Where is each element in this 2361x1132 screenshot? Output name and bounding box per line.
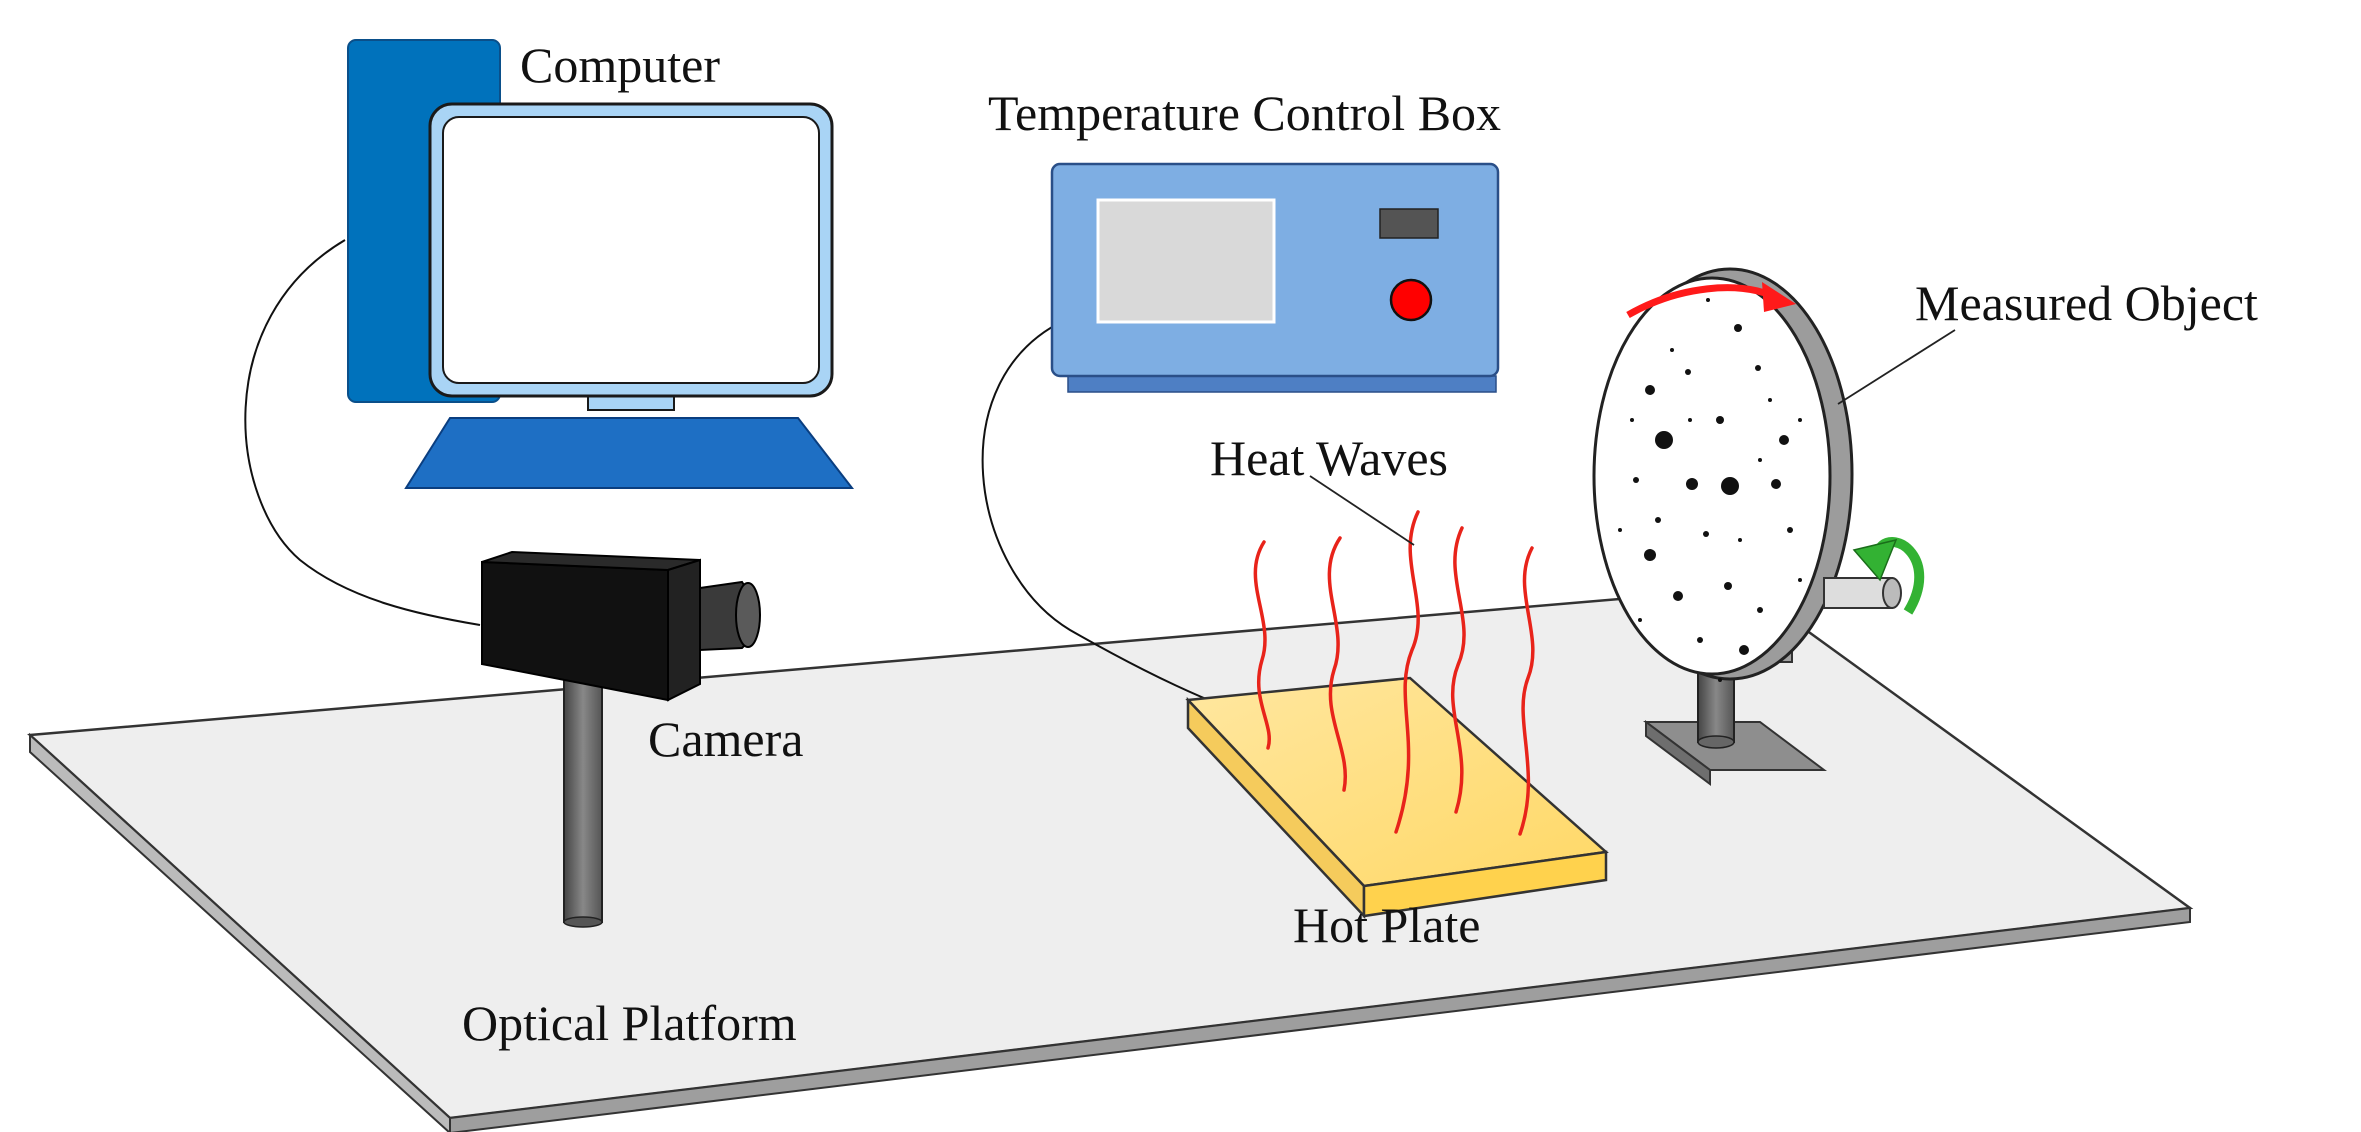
- heat-wave-3: [1394, 510, 1420, 834]
- hot-plate-label: Hot Plate: [1293, 897, 1480, 953]
- measured-object: [1592, 267, 1925, 786]
- heat-wave-5: [1518, 546, 1535, 836]
- heat-wave-1: [1253, 540, 1271, 750]
- camera-label: Camera: [648, 711, 803, 767]
- camera: [481, 550, 761, 928]
- heat-wave-2: [1327, 536, 1347, 792]
- control-box-screen: [1096, 198, 1276, 324]
- computer-label: Computer: [520, 37, 720, 93]
- hot-plate: [1185, 676, 1609, 920]
- monitor-screen: [442, 116, 820, 384]
- optical-platform-label: Optical Platform: [462, 995, 797, 1051]
- rotation-arrow-icon: [1626, 284, 1772, 319]
- temperature-control-box: [1050, 162, 1500, 393]
- heat-waves-leader: [1309, 475, 1415, 546]
- measured-object-leader: [1837, 329, 1956, 405]
- keyboard: [404, 417, 855, 489]
- camera-body: [481, 560, 669, 702]
- speckle-pattern: [1618, 298, 1802, 682]
- control-box-indicator-light: [1389, 278, 1433, 322]
- optical-platform: [27, 586, 2194, 1132]
- disc-axle: [1823, 577, 1893, 609]
- heat-waves: [1253, 510, 1535, 836]
- disc-face: [1592, 276, 1832, 676]
- measured-object-label: Measured Object: [1915, 275, 2258, 331]
- temperature-control-box-label: Temperature Control Box: [988, 85, 1501, 141]
- heat-wave-4: [1450, 526, 1466, 814]
- control-box-display: [1379, 208, 1439, 239]
- computer: [347, 39, 855, 489]
- computer-camera-cable: [244, 239, 481, 626]
- heat-waves-label: Heat Waves: [1210, 430, 1448, 486]
